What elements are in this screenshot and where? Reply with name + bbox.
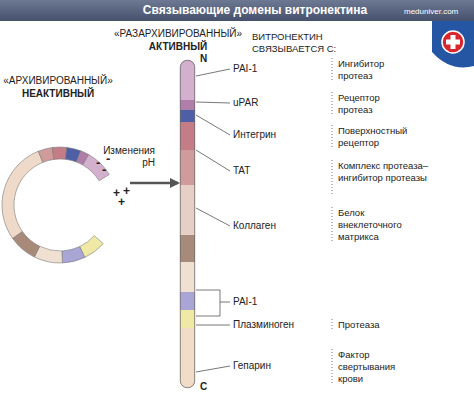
edge-label: Изменения pH <box>95 145 155 169</box>
ring-segment <box>2 151 43 238</box>
leader-line <box>196 69 230 76</box>
state-heading: НЕАКТИВНЫЙ <box>3 88 113 100</box>
dotted-separator <box>332 160 333 196</box>
dotted-separator <box>332 349 333 385</box>
state-heading: «АРХИВИРОВАННЫЙ» <box>3 75 113 87</box>
ligand-name: Плазминоген <box>233 319 294 331</box>
bar-segment <box>180 235 195 262</box>
header-band <box>0 0 474 21</box>
charge-sign: - <box>96 157 100 169</box>
ligand-name: uPAR <box>233 97 258 109</box>
logo-circle <box>442 31 464 53</box>
state-heading: «РАЗАРХИВИРОВАННЫЙ» <box>98 28 258 40</box>
dotted-separator <box>332 58 333 82</box>
ligand-role: Белок внеклеточного матрикса <box>338 207 412 243</box>
ligand-role: Рецептор протеаз <box>338 92 412 116</box>
leader-line <box>196 208 230 226</box>
diagram-title: Связывающие домены витронектина <box>110 4 400 16</box>
ligand-role: Ингибитор протеаз <box>338 58 412 82</box>
charge-sign: + <box>118 196 125 208</box>
ligand-name: Интегрин <box>233 129 276 141</box>
dotted-separator <box>332 92 333 116</box>
leader-line <box>196 150 230 171</box>
leader-line <box>196 325 230 326</box>
dotted-separator <box>332 207 333 243</box>
ring-segment <box>62 247 85 263</box>
ligand-name: PAI-1 <box>233 63 257 75</box>
bar-segment <box>180 110 195 122</box>
bar-segment <box>180 262 195 292</box>
bar-segment <box>180 185 195 235</box>
logo-cross <box>446 40 460 45</box>
ligand-name: TAT <box>233 165 250 177</box>
column-header: ВИТРОНЕКТИН СВЯЗЫВАЕТСЯ С: <box>252 31 342 55</box>
bar-segment <box>180 150 195 185</box>
ring-outline <box>3 75 130 265</box>
bar-segment <box>180 292 195 310</box>
bar-outline <box>180 60 195 388</box>
charge-sign: - <box>102 164 106 176</box>
leader-line <box>220 302 230 303</box>
watermark: meduniver.com <box>404 6 458 18</box>
ligand-role: Комплекс протеаза–ингибитор протеазы <box>338 160 434 184</box>
terminus-label: N <box>200 53 214 65</box>
bar-segment <box>180 122 195 150</box>
state-heading: АКТИВНЫЙ <box>98 41 258 53</box>
bar-segment <box>180 60 195 100</box>
leader-line <box>196 115 230 135</box>
terminus-label: C <box>200 381 214 393</box>
bar-segment <box>180 100 195 110</box>
bar-segment <box>180 310 195 328</box>
dotted-separator <box>332 319 333 331</box>
vitronectin-bar: «РАЗАРХИВИРОВАННЫЙ»АКТИВНЫЙNC <box>180 60 195 388</box>
leader-line <box>196 102 230 103</box>
ring-segment <box>83 155 110 181</box>
bar-border <box>180 60 194 387</box>
leader-line <box>196 366 230 372</box>
inactive-ring: «АРХИВИРОВАННЫЙ»НЕАКТИВНЫЙ <box>3 75 130 265</box>
ring-segment <box>52 147 66 159</box>
ligand-role: Фактор свертывания крови <box>338 349 412 385</box>
ligand-name: Коллаген <box>233 220 276 232</box>
logo-shape <box>432 21 474 67</box>
bracket <box>196 290 220 316</box>
state-change-arrow <box>130 182 178 185</box>
ring-segment <box>38 148 54 163</box>
bar-segment <box>180 328 195 388</box>
dotted-separator <box>332 125 333 149</box>
ligand-role: Поверхностный рецептор <box>338 125 412 149</box>
ligand-name: Гепарин <box>233 360 271 372</box>
ligand-role: Протеаза <box>338 319 412 331</box>
ligand-name: PAI-1 <box>233 296 257 308</box>
